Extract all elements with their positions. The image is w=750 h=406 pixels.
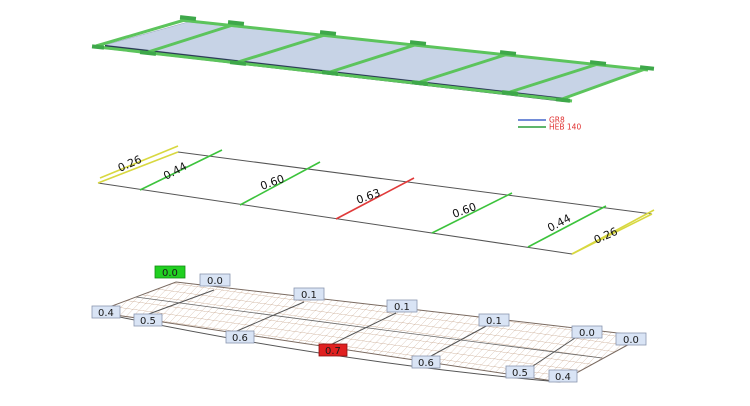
deflection-labels: 0.0 0.0 0.1 0.1 0.1 0.0 0.0 0.4 0.5 0.6 … <box>91 265 647 383</box>
ratio-member-2 <box>139 149 223 191</box>
cross-beams <box>95 17 649 101</box>
ratio-member-1 <box>99 145 179 179</box>
ratio-member-5 <box>431 192 513 234</box>
deflection-front-4: 0.6 <box>418 358 434 369</box>
deflection-min-box <box>154 265 186 279</box>
ratio-label-7: 0.26 <box>592 225 620 247</box>
deflection-front-3: 0.6 <box>232 333 248 344</box>
deflection-front-2: 0.5 <box>140 316 156 327</box>
deflection-back-4: 0.1 <box>486 316 502 327</box>
deflection-mesh <box>94 281 646 383</box>
deflection-front-6: 0.4 <box>555 372 571 383</box>
deflection-back-2: 0.1 <box>301 290 317 301</box>
ratio-front-edge <box>97 182 573 255</box>
slab-3d-model <box>91 15 655 103</box>
ratio-back-edge <box>177 151 653 215</box>
legend-label-heb140: HEB 140 <box>549 123 581 132</box>
ratio-member-3 <box>239 161 321 206</box>
mesh-mid-line <box>135 296 603 359</box>
deflection-max-box <box>318 343 348 357</box>
deflection-max-value: 0.7 <box>325 346 341 357</box>
legend-label-gr8: GR8 <box>549 116 565 125</box>
ratio-end-left <box>97 151 179 184</box>
ratio-label-2: 0.44 <box>161 160 189 183</box>
ratio-member-4 <box>335 177 415 220</box>
deflection-back-1: 0.0 <box>207 276 223 287</box>
deflection-back-6: 0.0 <box>623 335 639 346</box>
ratio-label-4: 0.63 <box>355 186 382 207</box>
deflection-front-5: 0.5 <box>512 368 528 379</box>
mesh-surface <box>94 281 646 383</box>
utilization-diagram: 0.26 0.44 0.60 0.63 0.60 0.44 0.26 <box>97 145 655 255</box>
deflection-front-1: 0.4 <box>98 308 114 319</box>
legend: GR8 HEB 140 <box>518 116 581 132</box>
deflection-back-5: 0.0 <box>579 328 595 339</box>
ratio-member-6 <box>527 205 607 248</box>
deflection-back-3: 0.1 <box>394 302 410 313</box>
ratio-member-7 <box>571 209 655 255</box>
ratio-label-3: 0.60 <box>259 172 286 193</box>
beam-flanges <box>91 15 655 103</box>
deflection-min-value: 0.0 <box>162 268 178 279</box>
